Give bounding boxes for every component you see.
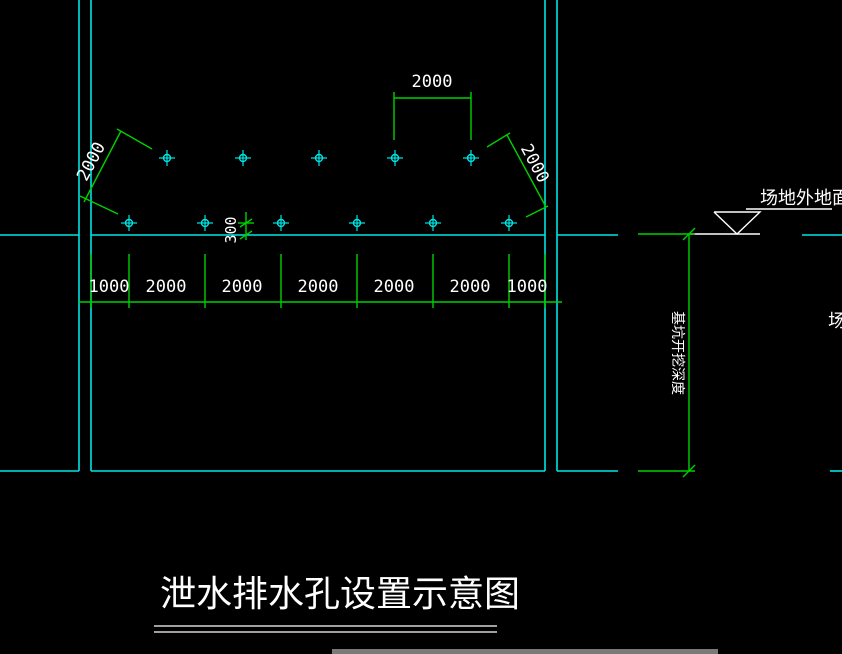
wall-outlines bbox=[0, 0, 842, 472]
title-underline bbox=[154, 625, 497, 633]
drain-hole-marker bbox=[121, 215, 137, 231]
ground-surface-label: 场地外地面 bbox=[760, 188, 842, 209]
drain-holes bbox=[121, 150, 517, 231]
bottom-dimension-labels: 1000 2000 2000 2000 2000 2000 1000 bbox=[89, 277, 548, 297]
dim-label: 1000 bbox=[89, 277, 130, 297]
dim-label: 1000 bbox=[507, 277, 548, 297]
bottom-dimension-chain bbox=[78, 254, 562, 308]
dim-label: 2000 bbox=[222, 277, 263, 297]
offset-dimension-label: 300 bbox=[222, 216, 240, 243]
drain-hole-marker bbox=[311, 150, 327, 166]
drain-hole-marker bbox=[235, 150, 251, 166]
diagram-title: 泄水排水孔设置示意图 bbox=[160, 574, 520, 615]
drain-hole-marker bbox=[273, 215, 289, 231]
right-diagonal-dimension bbox=[486, 132, 549, 218]
bottom-bar bbox=[332, 649, 718, 654]
left-diagonal-dimension bbox=[79, 128, 153, 215]
right-edge-label: 场 bbox=[828, 311, 842, 332]
dim-label: 2000 bbox=[298, 277, 339, 297]
drain-hole-marker bbox=[197, 215, 213, 231]
drain-hole-marker bbox=[159, 150, 175, 166]
drain-hole-marker bbox=[387, 150, 403, 166]
drain-hole-marker bbox=[501, 215, 517, 231]
dim-label: 2000 bbox=[450, 277, 491, 297]
top-dimension-label: 2000 bbox=[412, 72, 453, 92]
right-diagonal-label: 2000 bbox=[516, 141, 553, 187]
drain-hole-marker bbox=[425, 215, 441, 231]
dim-label: 2000 bbox=[146, 277, 187, 297]
dim-label: 2000 bbox=[374, 277, 415, 297]
drain-hole-marker bbox=[463, 150, 479, 166]
depth-dimension bbox=[638, 227, 696, 478]
ground-surface-symbol bbox=[690, 208, 832, 235]
top-dimension bbox=[393, 92, 472, 140]
offset-dimension bbox=[238, 212, 254, 240]
drain-hole-marker bbox=[349, 215, 365, 231]
depth-label: 基坑开挖深度 bbox=[669, 311, 686, 395]
